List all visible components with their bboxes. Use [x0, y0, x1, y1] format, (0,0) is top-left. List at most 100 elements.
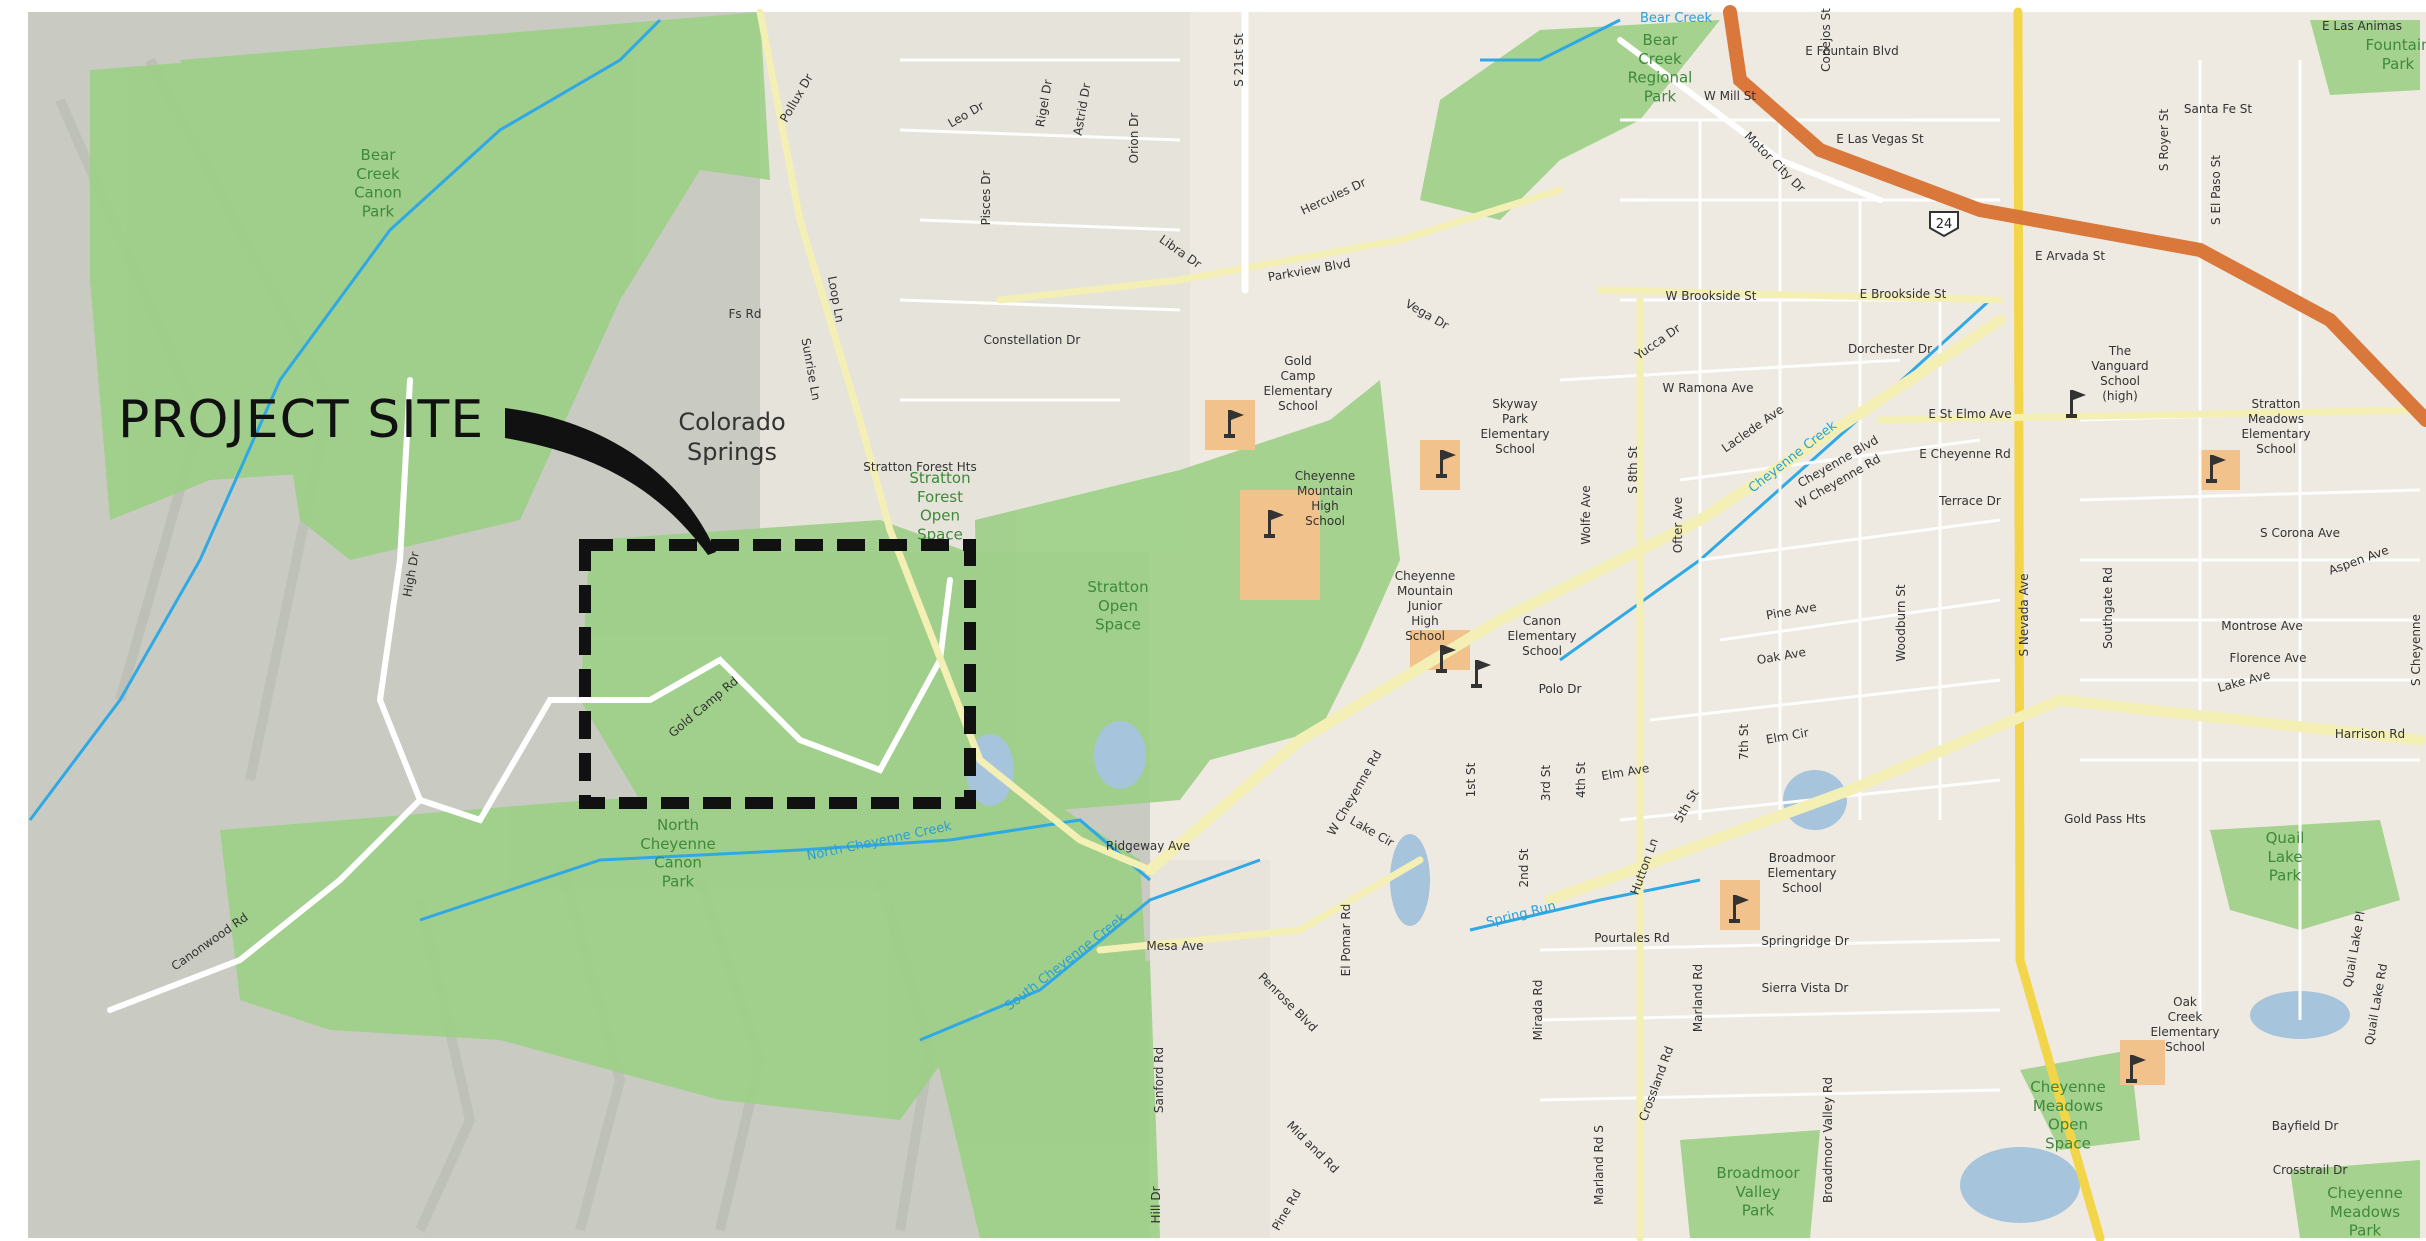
road-label: 1st St: [1464, 762, 1478, 797]
road-label: S Nevada Ave: [2017, 573, 2031, 656]
us-highway-shield-icon: 24: [1929, 211, 1959, 238]
school-flag-icon: [1729, 895, 1749, 923]
foothills-development: [760, 12, 1190, 552]
stream-bear-creek: [28, 18, 662, 821]
school-flag-icon: [2126, 1055, 2146, 1083]
school-flag-icon: [1224, 410, 1244, 438]
road-label: Fs Rd: [729, 307, 762, 321]
road-label: Polo Dr: [1539, 682, 1582, 696]
major-roads: [107, 5, 2426, 1241]
road-label: Conejos St: [1819, 8, 1833, 72]
park-foothills-west: [180, 12, 770, 560]
road-label: E St Elmo Ave: [1928, 407, 2011, 421]
road-label: Hill Dr: [1149, 1186, 1163, 1223]
school-flag-icon: [1471, 660, 1491, 688]
road-label: S 8th St: [1626, 446, 1640, 494]
road-label: Marland Rd: [1691, 964, 1705, 1032]
road-label: Broadmoor Valley Rd: [1821, 1077, 1835, 1203]
road-label: Southgate Rd: [2101, 567, 2115, 649]
road-label: E Fountain Blvd: [1805, 44, 1899, 58]
road-label: Constellation Dr: [984, 333, 1081, 347]
lake-cir-lake: [1390, 834, 1430, 926]
road-label: Pourtales Rd: [1594, 931, 1670, 945]
road-label: Mesa Ave: [1146, 939, 1203, 953]
callout-pointer-arrow: [505, 408, 716, 555]
road-label: S Corona Ave: [2260, 526, 2340, 540]
road-fs-rd: [756, 8, 1154, 874]
road-label: E Las Animas: [2322, 19, 2402, 33]
road-label: El Pomar Rd: [1339, 904, 1353, 977]
stream-cheyenne-creek: [1559, 298, 1992, 662]
road-label: W Brookside St: [1666, 289, 1757, 303]
road-label: Santa Fe St: [2184, 102, 2253, 116]
school-flag-icon: [2066, 390, 2086, 418]
road-label: Pisces Dr: [979, 171, 993, 226]
road-label: Ofter Ave: [1671, 497, 1685, 553]
road-motor-city: [1617, 37, 1883, 203]
road-label: E Arvada St: [2035, 249, 2105, 263]
school-flag-icon: [1264, 510, 1284, 538]
road-label: Orion Dr: [1127, 113, 1141, 164]
road-label: W Mill St: [1704, 89, 1756, 103]
streams: [28, 18, 1992, 1042]
road-label: Woodburn St: [1894, 584, 1908, 661]
road-lake-ave: [1544, 694, 2426, 906]
highway-shield-number: 24: [1936, 217, 1953, 232]
school-flag-icon: [1436, 450, 1456, 478]
reservoir-east: [1094, 721, 1146, 789]
park-north-cheyenne-canon: [220, 780, 1150, 1120]
stream-south-cheyenne: [919, 858, 1261, 1042]
road-label: S 21st St: [1232, 33, 1246, 87]
project-site-boundary: [579, 539, 976, 809]
road-high-dr: [376, 377, 423, 803]
road-st-elmo: [1876, 406, 2424, 424]
school-stratton-meadows: [2200, 450, 2240, 490]
road-label: Sierra Vista Dr: [1762, 981, 1849, 995]
road-label: 2nd St: [1517, 848, 1531, 887]
road-label: E Las Vegas St: [1836, 132, 1924, 146]
road-canonwood-rd: [107, 797, 423, 1013]
road-label: S El Paso St: [2209, 155, 2223, 225]
project-site-callout: PROJECT SITE: [118, 390, 485, 450]
road-label: Crosstrail Dr: [2273, 1163, 2348, 1177]
park-fountain: [2310, 20, 2420, 95]
road-s-nevada-ave: [2013, 7, 2105, 1241]
road-label: S Cheyenne: [2409, 614, 2423, 686]
road-label: Terrace Dr: [1938, 494, 2001, 508]
road-label: W Ramona Ave: [1663, 381, 1754, 395]
school-cheyenne-mountain-high: [1240, 490, 1320, 600]
lake-broadmoor: [1960, 1147, 2080, 1223]
road-label: Wolfe Ave: [1579, 485, 1593, 544]
stream-misc-1: [1480, 18, 1621, 62]
road-label: Dorchester Dr: [1848, 342, 1932, 356]
road-label: 4th St: [1574, 762, 1588, 798]
road-label: Ridgeway Ave: [1106, 839, 1190, 853]
park-cheyenne-meadows-2: [2290, 1160, 2420, 1238]
road-label: Bayfield Dr: [2272, 1119, 2339, 1133]
road-label: E Cheyenne Rd: [1919, 447, 2011, 461]
school-flag-icon: [1436, 645, 1456, 673]
road-label: E Brookside St: [1860, 287, 1947, 301]
park-quail-lake: [2210, 820, 2400, 930]
road-label: Stratton Forest Hts: [863, 460, 976, 474]
school-flag-icon: [2206, 455, 2226, 483]
